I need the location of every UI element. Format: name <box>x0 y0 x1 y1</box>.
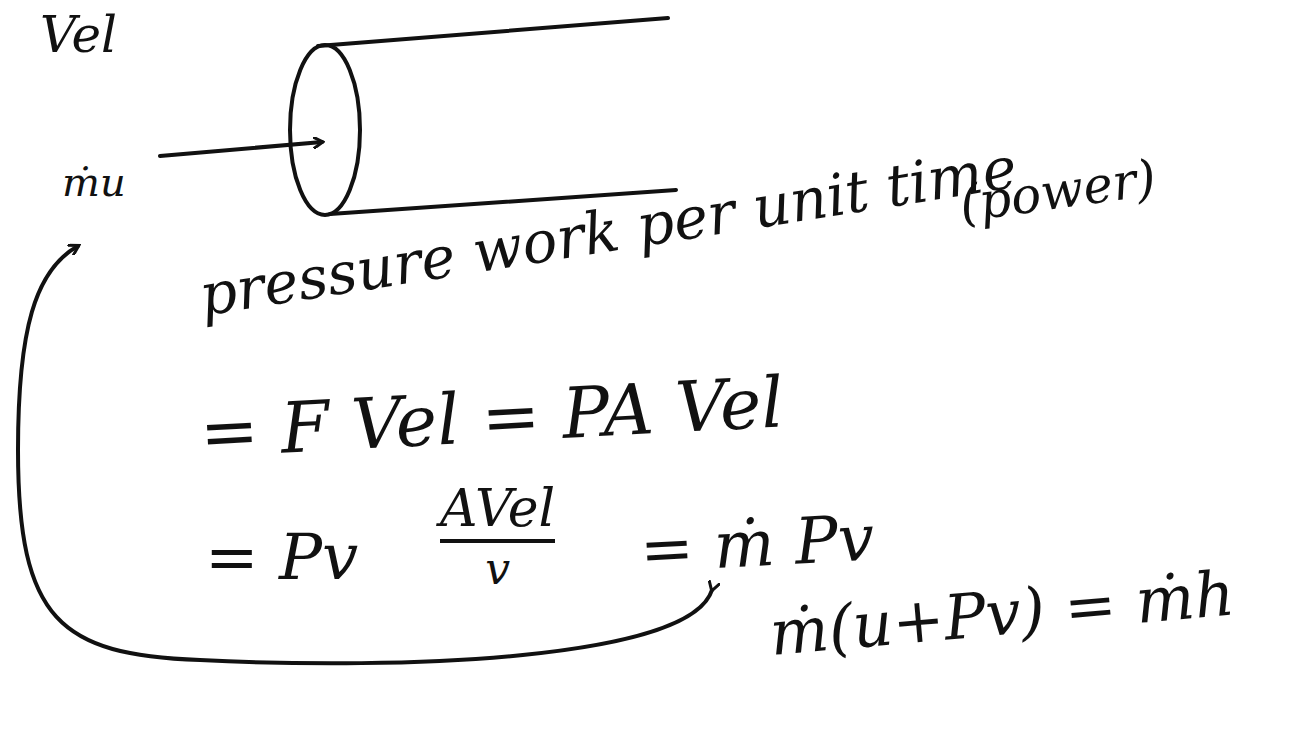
flow-arrow <box>160 142 322 156</box>
fraction-denominator: v <box>485 545 510 593</box>
heading-note: pressure work per unit time <box>195 136 1021 328</box>
fraction-numerator: AVel <box>440 480 555 543</box>
equation-line: ṁ(u+Pv) = ṁh <box>767 560 1237 669</box>
pipe-wall <box>318 18 668 46</box>
pipe-opening <box>290 45 360 215</box>
equation-line: = ṁ Pv <box>638 503 876 586</box>
energy-flow-label: ṁu <box>62 160 126 204</box>
equation-line: = Pv <box>205 522 358 592</box>
equation-line: = F Vel = PA Vel <box>198 364 785 471</box>
velocity-label: Vel <box>40 8 117 63</box>
